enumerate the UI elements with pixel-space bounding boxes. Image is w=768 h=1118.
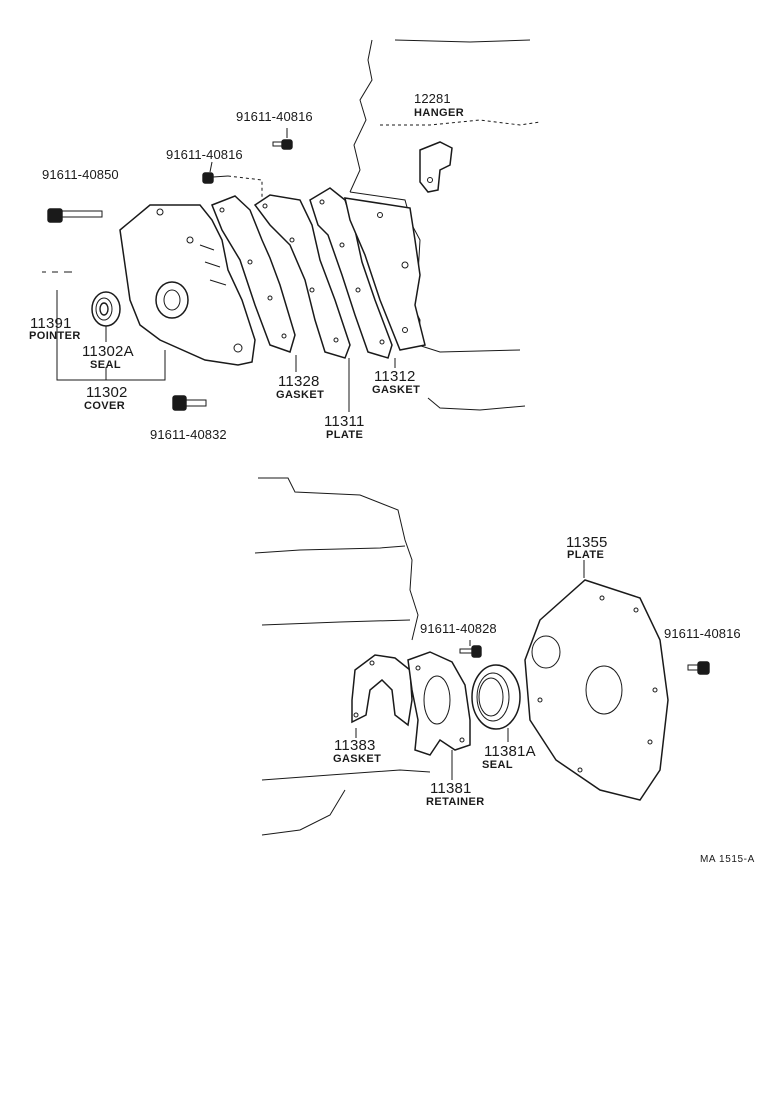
engine-block-rear <box>254 477 431 836</box>
bolt-ret-number: 91611-40828 <box>420 621 497 636</box>
seal-rear-name: SEAL <box>482 759 513 771</box>
bolt-rear-number: 91611-40816 <box>664 626 741 641</box>
rear-retainer <box>407 651 471 756</box>
retainer-name: RETAINER <box>426 796 485 808</box>
seal-rear-number: 11381A <box>484 743 536 760</box>
front-seal <box>91 291 121 327</box>
rear-gasket <box>351 654 413 727</box>
diagram-code: MA 1515-A <box>700 854 755 865</box>
gasket-b-number: 11312 <box>374 368 416 385</box>
bolt-bottom <box>172 395 207 411</box>
plate-rear-number: 11355 <box>566 534 608 551</box>
bolt-rear <box>687 661 710 675</box>
cover-name: COVER <box>84 400 126 412</box>
bolt-bottom-number: 91611-40832 <box>150 427 227 442</box>
front-plate <box>253 194 351 359</box>
plate-front-name: PLATE <box>326 429 364 441</box>
cover-number: 11302 <box>86 384 128 401</box>
gasket-rear-number: 11383 <box>334 737 376 754</box>
rear-plate <box>524 579 669 801</box>
bolt-top-number: 91611-40816 <box>236 109 313 124</box>
bolt-top <box>272 139 293 150</box>
hanger-name: HANGER <box>414 107 465 119</box>
pointer-name: POINTER <box>29 330 81 342</box>
rear-seal <box>471 664 521 730</box>
engine-plate <box>344 197 426 351</box>
hanger-part <box>419 141 453 193</box>
pointer-number: 11391 <box>30 315 72 332</box>
bolt-cover-number: 91611-40850 <box>42 167 119 182</box>
plate-rear-name: PLATE <box>567 549 605 561</box>
leader-lines-top <box>56 128 396 412</box>
gasket-front-a <box>211 195 296 353</box>
bolt-cover <box>47 208 103 223</box>
hanger-number: 12281 <box>414 91 451 106</box>
plate-front-number: 11311 <box>324 413 365 430</box>
timing-cover <box>119 204 256 366</box>
gasket-a-name: GASKET <box>276 389 325 401</box>
gasket-a-number: 11328 <box>278 373 320 390</box>
retainer-number: 11381 <box>430 780 472 797</box>
leader-lines-bottom <box>355 560 585 780</box>
gasket-rear-name: GASKET <box>333 753 382 765</box>
bolt-retainer <box>459 645 482 658</box>
gasket-b-name: GASKET <box>372 384 421 396</box>
seal-front-number: 11302A <box>82 343 134 360</box>
seal-front-name: SEAL <box>90 359 121 371</box>
bolt-left-number: 91611-40816 <box>166 147 243 162</box>
